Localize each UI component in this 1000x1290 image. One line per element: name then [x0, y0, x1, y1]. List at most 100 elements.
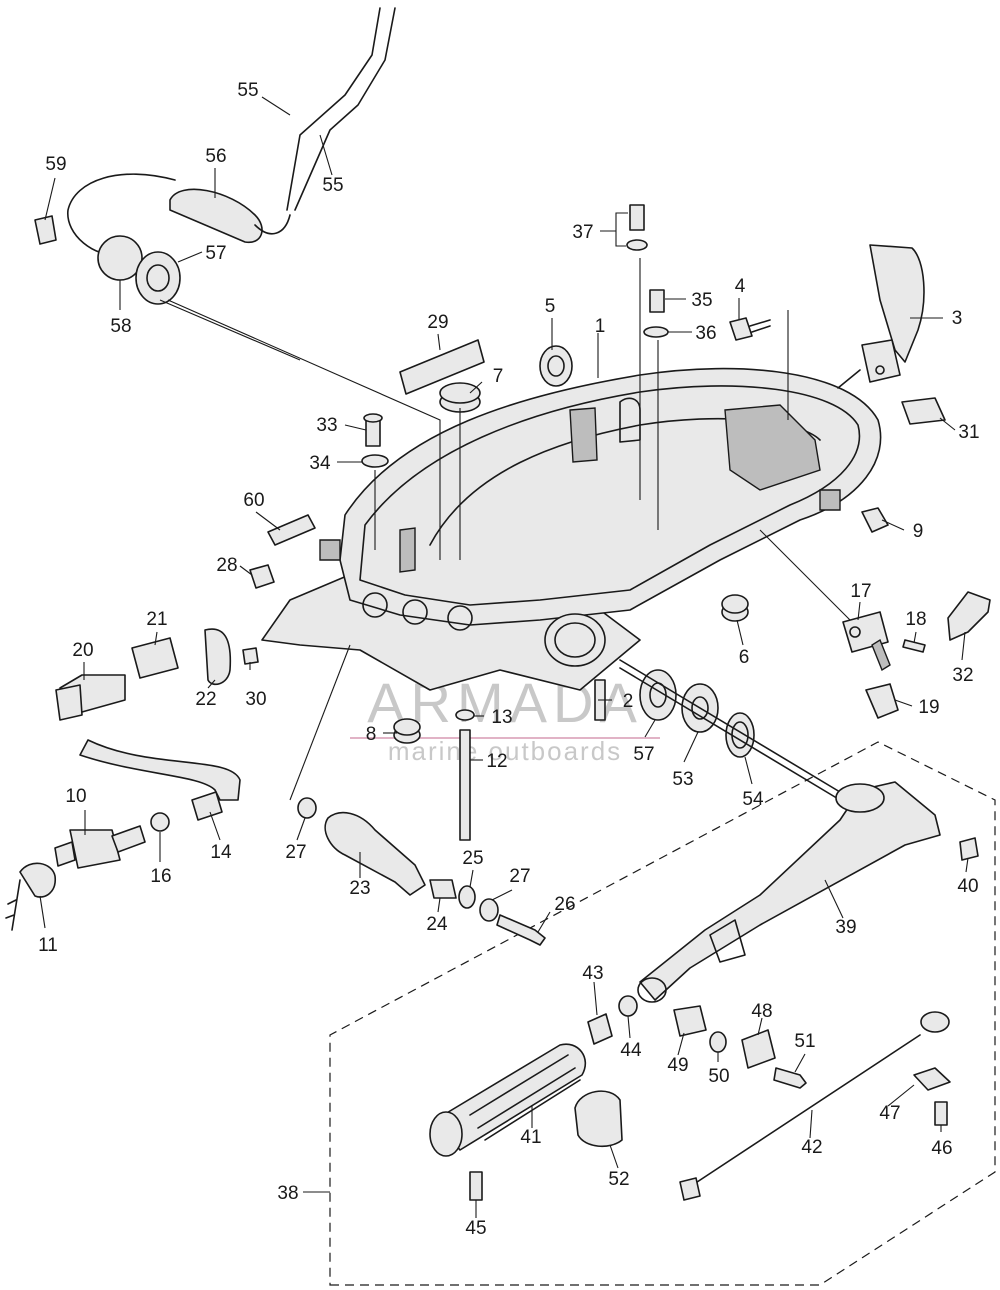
- callout-22: 22: [195, 689, 216, 710]
- callout-34: 34: [309, 453, 331, 474]
- fuel-connector-17: [842, 611, 891, 672]
- callout-18: 18: [905, 609, 926, 630]
- hose-clip-16: [150, 812, 170, 832]
- throttle-cables: [619, 659, 846, 804]
- callout-21: 21: [146, 609, 167, 630]
- callout-33: 33: [316, 415, 337, 436]
- callout-49: 49: [667, 1055, 688, 1076]
- callout-2: 2: [623, 691, 634, 712]
- bracket-52: [574, 1090, 623, 1148]
- callout-16: 16: [150, 866, 171, 887]
- switch-20: [55, 674, 126, 721]
- callout-29: 29: [427, 312, 448, 333]
- callout-41: 41: [520, 1127, 541, 1148]
- tiller-kit-boundary: [329, 741, 996, 1286]
- callout-12: 12: [486, 751, 507, 772]
- callout-10: 10: [65, 786, 86, 807]
- callout-47: 47: [879, 1103, 900, 1124]
- screw-45: [469, 1171, 483, 1201]
- grommet-8: [393, 718, 421, 744]
- callout-27a: 27: [285, 842, 306, 863]
- collar-24: [429, 879, 457, 899]
- callout-50: 50: [708, 1066, 729, 1087]
- callout-38: 38: [277, 1183, 298, 1204]
- bushing-43: [587, 1013, 613, 1045]
- watermark-subtitle: marine outboards: [388, 736, 622, 766]
- fuel-hose-14: [79, 739, 241, 801]
- washer-34: [361, 454, 389, 468]
- bushing-57b: [639, 669, 677, 721]
- washer-27a: [297, 797, 317, 819]
- key-11: [5, 862, 56, 931]
- shift-lever-23: [324, 811, 426, 896]
- callout-9: 9: [913, 521, 924, 542]
- callout-45: 45: [465, 1218, 486, 1239]
- callout-48: 48: [751, 1001, 772, 1022]
- fuel-connector-10: [54, 825, 146, 869]
- callout-53: 53: [672, 769, 693, 790]
- callout-58: 58: [110, 316, 131, 337]
- label-29: [399, 339, 485, 395]
- grommet-7: [439, 382, 481, 413]
- spring-50: [709, 1031, 727, 1053]
- callout-31: 31: [958, 422, 979, 443]
- callouts: 1 2 3 4 5 6 7 8 9 10 11 12 13 14 16 17 1…: [38, 80, 979, 1239]
- clip-9: [861, 507, 889, 533]
- screw-40: [959, 837, 979, 861]
- bolt-12: [459, 729, 471, 841]
- callout-13: 13: [491, 707, 512, 728]
- callout-4: 4: [735, 276, 746, 297]
- screw-18: [902, 639, 926, 653]
- grommet-6: [721, 594, 749, 622]
- callout-11: 11: [38, 935, 58, 956]
- bracket-32: [947, 591, 991, 641]
- bolt-26: [496, 914, 546, 946]
- callout-32: 32: [952, 665, 973, 686]
- callout-7: 7: [493, 366, 504, 387]
- lanyard-assembly: [34, 7, 396, 305]
- plate-30: [242, 647, 259, 665]
- callout-14: 14: [210, 842, 232, 863]
- plate-47: [913, 1067, 951, 1091]
- washer-44: [618, 995, 638, 1017]
- washer-25: [458, 885, 476, 909]
- callout-40: 40: [957, 876, 978, 897]
- holder-48: [741, 1029, 776, 1069]
- callout-19: 19: [918, 697, 939, 718]
- callout-56: 56: [205, 146, 226, 167]
- callout-6: 6: [739, 647, 750, 668]
- bolt-4: [729, 317, 771, 341]
- callout-27b: 27: [509, 866, 530, 887]
- callout-17: 17: [850, 581, 871, 602]
- callout-46: 46: [931, 1138, 952, 1159]
- tiller-handle-39: [637, 781, 941, 1003]
- callout-57a: 57: [205, 243, 226, 264]
- callout-5: 5: [545, 296, 556, 317]
- washer-36: [643, 326, 669, 338]
- plate-31: [901, 397, 946, 425]
- label-60: [267, 514, 316, 546]
- bolt-35: [649, 289, 665, 313]
- callout-26: 26: [554, 894, 575, 915]
- callout-25: 25: [462, 848, 483, 869]
- screw-51: [773, 1067, 807, 1089]
- grommet-5: [539, 345, 573, 387]
- stop-cable-42: [679, 1011, 950, 1201]
- callout-37: 37: [572, 222, 593, 243]
- callout-36: 36: [695, 323, 716, 344]
- leader-lines: [39, 96, 969, 1218]
- callout-55b: 55: [322, 175, 343, 196]
- callout-28: 28: [216, 555, 237, 576]
- bolt-37: [626, 204, 648, 251]
- callout-51: 51: [794, 1031, 815, 1052]
- callout-1: 1: [595, 316, 606, 337]
- callout-57b: 57: [633, 744, 654, 765]
- hose-joint: [191, 791, 223, 821]
- grommet-22: [204, 628, 232, 686]
- throttle-grip-41: [429, 1043, 587, 1157]
- callout-35: 35: [691, 290, 712, 311]
- latch-lever: [837, 244, 925, 389]
- bolt-33: [363, 413, 383, 447]
- callout-60: 60: [243, 490, 264, 511]
